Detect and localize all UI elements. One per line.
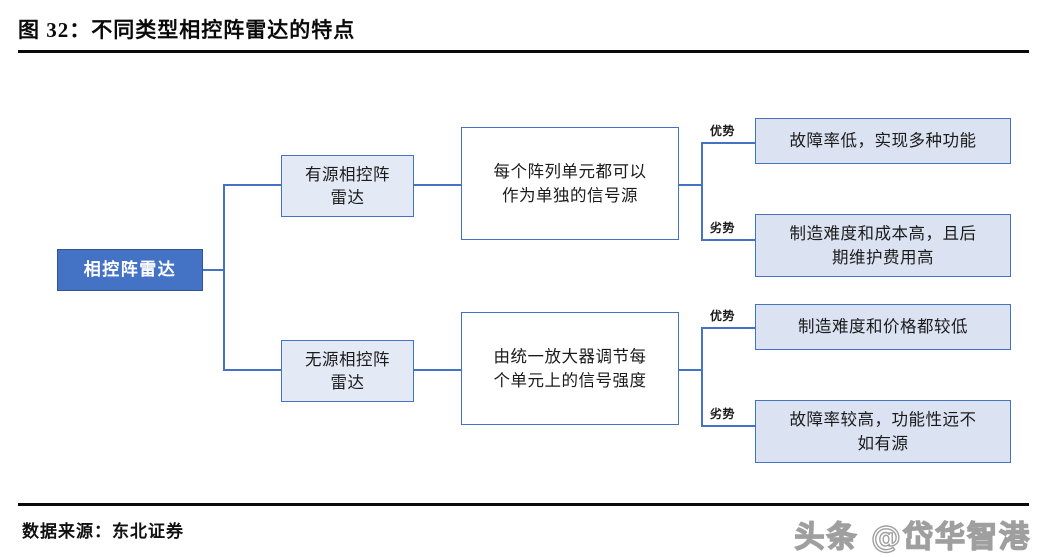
node-passive-description-label: 由统一放大器调节每 个单元上的信号强度 [493, 347, 647, 390]
node-passive-disadvantage-label: 故障率较高，功能性远不 如有源 [789, 410, 977, 453]
node-active-advantage-label: 故障率低，实现多种功能 [789, 131, 977, 151]
node-active-description-label: 每个阵列单元都可以 作为单独的信号源 [493, 162, 647, 205]
node-passive-phased-array-radar[interactable]: 无源相控阵 雷达 [281, 340, 414, 402]
node-active-radar-label: 有源相控阵 雷达 [305, 164, 390, 207]
edge-label-passive-disadvantage: 劣势 [708, 405, 738, 422]
connector-active-disadvantage [701, 239, 755, 241]
connector-active-to-description [414, 184, 461, 186]
connector-passive-desc-stem [679, 369, 703, 371]
node-passive-radar-description[interactable]: 由统一放大器调节每 个单元上的信号强度 [461, 312, 679, 425]
edge-label-passive-advantage: 优势 [708, 307, 738, 324]
footer-divider [18, 503, 1029, 506]
title-divider [18, 50, 1029, 53]
connector-root-stem [203, 269, 225, 271]
connector-active-outcome-bracket [701, 142, 703, 241]
connector-passive-outcome-bracket [701, 327, 703, 426]
edge-label-active-advantage: 优势 [708, 122, 738, 139]
node-active-disadvantage-label: 制造难度和成本高，且后 期维护费用高 [789, 224, 977, 267]
node-passive-advantage[interactable]: 制造难度和价格都较低 [755, 304, 1011, 350]
node-passive-radar-label: 无源相控阵 雷达 [305, 349, 390, 392]
node-active-radar-description[interactable]: 每个阵列单元都可以 作为单独的信号源 [461, 127, 679, 240]
diagram-canvas: 相控阵雷达 有源相控阵 雷达 无源相控阵 雷达 每个阵列单元都可以 作为单独的信… [0, 56, 1047, 503]
node-active-advantage[interactable]: 故障率低，实现多种功能 [755, 118, 1011, 164]
connector-to-active-radar [223, 184, 281, 186]
connector-to-passive-radar [223, 369, 281, 371]
connector-passive-disadvantage [701, 425, 755, 427]
node-root-label: 相控阵雷达 [83, 259, 177, 279]
connector-level2-bracket [223, 184, 225, 371]
node-active-disadvantage[interactable]: 制造难度和成本高，且后 期维护费用高 [755, 214, 1011, 277]
edge-label-active-disadvantage: 劣势 [708, 219, 738, 236]
node-root-phased-array-radar[interactable]: 相控阵雷达 [57, 249, 203, 291]
node-passive-advantage-label: 制造难度和价格都较低 [798, 317, 968, 337]
connector-passive-to-description [414, 369, 461, 371]
connector-active-desc-stem [679, 184, 703, 186]
page-title: 图 32：不同类型相控阵雷达的特点 [18, 18, 356, 42]
source-note: 数据来源：东北证券 [22, 522, 184, 541]
connector-passive-advantage [701, 327, 755, 329]
connector-active-advantage [701, 142, 755, 144]
node-active-phased-array-radar[interactable]: 有源相控阵 雷达 [281, 155, 414, 217]
node-passive-disadvantage[interactable]: 故障率较高，功能性远不 如有源 [755, 400, 1011, 463]
watermark: 头条 @岱华智港 [794, 519, 1031, 555]
